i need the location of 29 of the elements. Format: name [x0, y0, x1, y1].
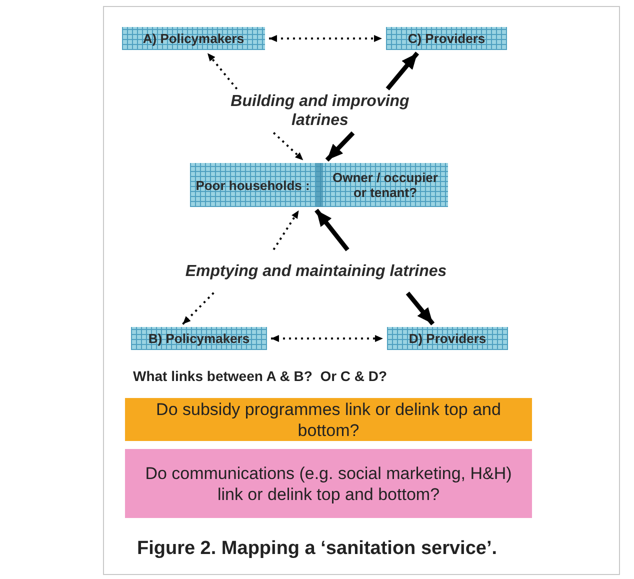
- box-text: Owner / occupier or tenant?: [332, 170, 439, 200]
- arrow: [272, 210, 300, 250]
- figure-caption: Figure 2. Mapping a ‘sanitation service’.: [136, 538, 498, 560]
- arrow: [272, 132, 304, 161]
- arrow: [314, 208, 350, 252]
- question-box: [125, 398, 532, 441]
- arrow: [386, 52, 420, 90]
- question-text: Do subsidy programmes link or delink top and bottom?: [155, 398, 502, 440]
- box-text: C) Providers: [408, 31, 486, 46]
- label-box: [122, 27, 265, 50]
- phase-label: Emptying and maintaining latrines: [185, 253, 447, 290]
- box-text: B) Policymakers: [148, 331, 250, 346]
- question-text: What links between A & B? Or C & D?: [133, 368, 388, 384]
- arrow: [271, 335, 383, 342]
- label-box: [387, 327, 508, 350]
- arrow: [269, 35, 382, 42]
- arrow: [182, 292, 214, 325]
- label-box: [131, 327, 267, 350]
- box-text: D) Providers: [408, 331, 486, 346]
- box-text: Poor households :: [194, 178, 311, 192]
- box-text: A) Policymakers: [142, 31, 244, 46]
- arrow: [325, 131, 355, 162]
- label-box: [190, 163, 448, 207]
- label-box: [386, 27, 507, 50]
- arrow: [206, 52, 238, 90]
- question-box: [125, 449, 532, 518]
- phase-label: Building and improving latrines: [208, 92, 432, 130]
- arrow: [406, 292, 435, 326]
- question-text: Do communications (e.g. social marketing, H&H) link or delink top and bottom?: [144, 462, 513, 504]
